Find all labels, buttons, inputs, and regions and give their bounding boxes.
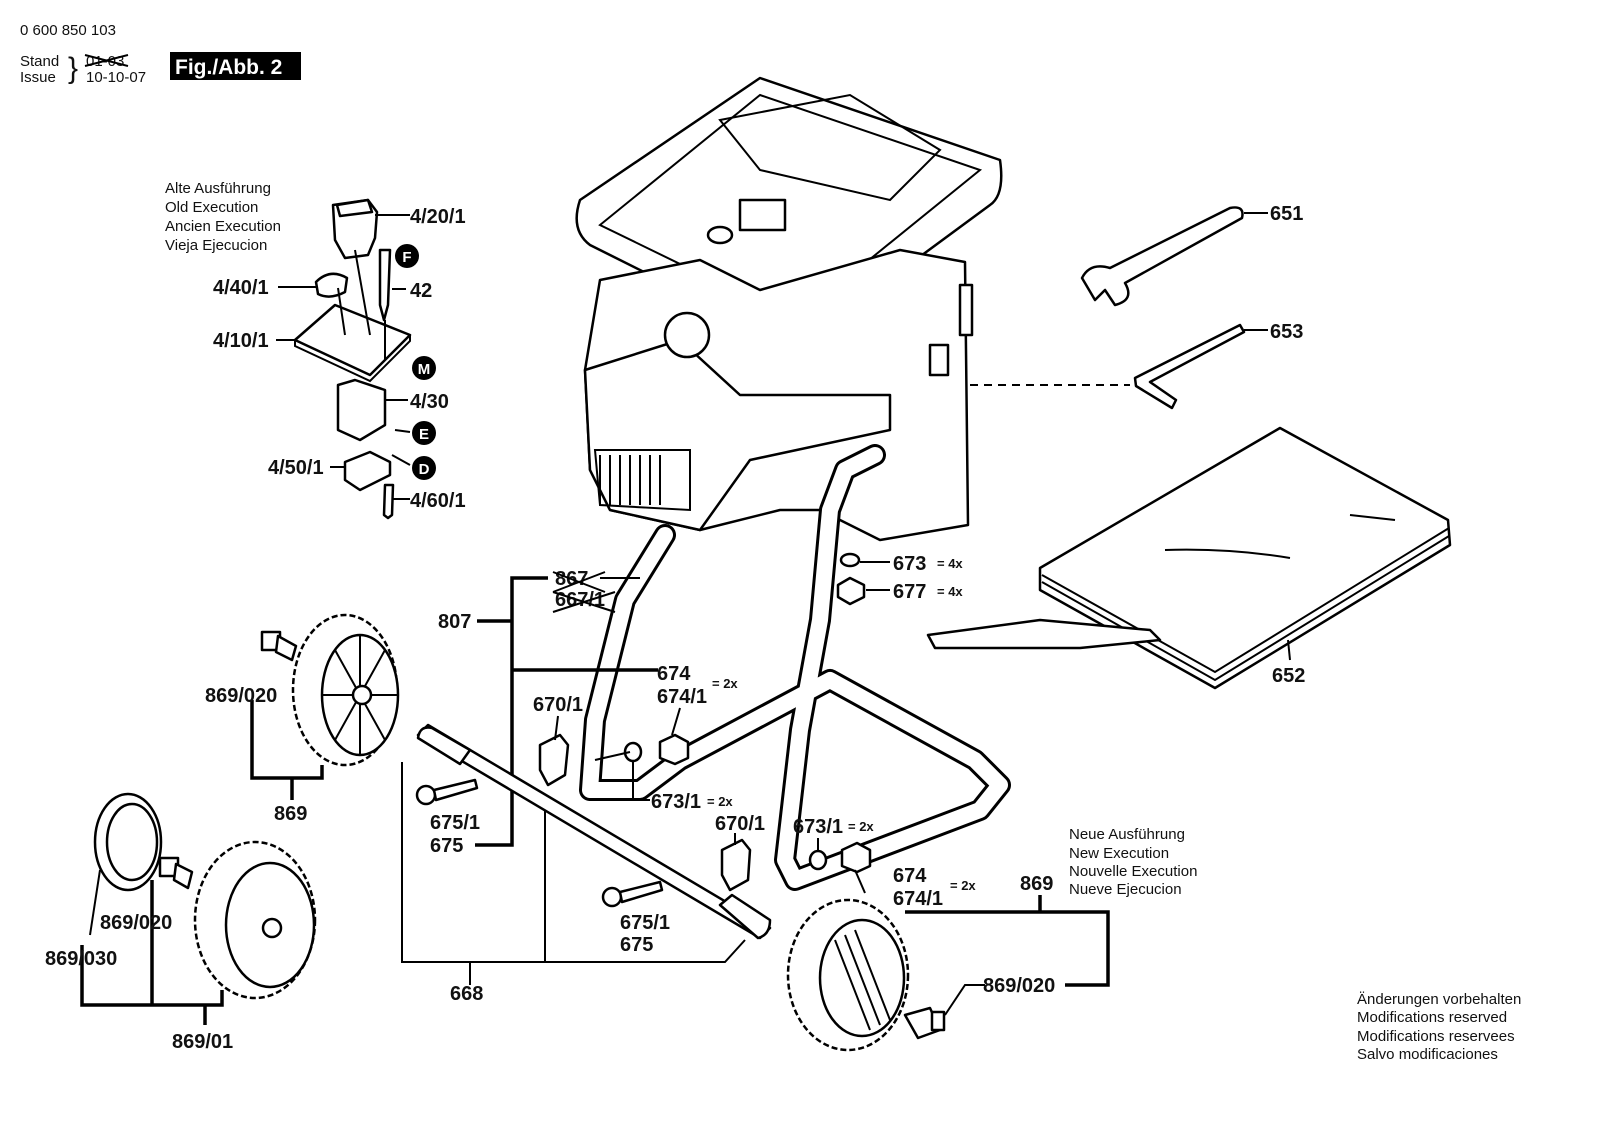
nut-677: [836, 576, 866, 606]
svg-text:M: M: [418, 361, 431, 378]
svg-text:Old Execution: Old Execution: [165, 199, 258, 216]
qty-674-b: = 2x: [950, 878, 976, 893]
label-869-01: 869/01: [172, 1031, 233, 1053]
wrench: [1080, 206, 1244, 307]
label-869-030: 869/030: [45, 948, 117, 970]
label-675-b: 675: [620, 934, 653, 956]
svg-text:Ancien Execution: Ancien Execution: [165, 218, 281, 235]
label-674-a: 674: [657, 663, 691, 685]
wheel-lower-left: [193, 840, 317, 1000]
label-869-020-b: 869/020: [100, 912, 172, 934]
label-668: 668: [450, 983, 483, 1005]
svg-text:Nueve Ejecucion: Nueve Ejecucion: [1069, 881, 1182, 898]
hex-key: [1133, 323, 1246, 410]
bracket-807: [475, 576, 658, 847]
label-42: 42: [410, 280, 432, 302]
marker-m: M: [412, 356, 436, 380]
svg-text:E: E: [419, 426, 429, 443]
label-869-020-a: 869/020: [205, 685, 277, 707]
label-675-1-b: 675/1: [620, 912, 670, 934]
marker-e: E: [412, 421, 436, 445]
qty-673-1-b: = 2x: [848, 819, 874, 834]
modifications-note: Änderungen vorbehalten Modifications res…: [1357, 991, 1521, 1063]
label-869-a: 869: [274, 803, 307, 825]
qty-673: = 4x: [937, 556, 963, 571]
label-4-10-1: 4/10/1: [213, 330, 269, 352]
wheel-right: [786, 898, 910, 1052]
label-677: 677: [893, 581, 926, 603]
cap-869-020-b: [158, 856, 194, 890]
label-670-1-b: 670/1: [715, 813, 765, 835]
wheel-upper-left: [291, 613, 400, 767]
hubcap-869-030: [93, 792, 163, 892]
qty-673-1-a: = 2x: [707, 794, 733, 809]
axle-668: [416, 723, 772, 940]
label-4-40-1: 4/40/1: [213, 277, 269, 299]
bolt-675-b: [601, 880, 664, 908]
part-number: 0 600 850 103: [20, 22, 116, 39]
svg-text:Salvo modificaciones: Salvo modificaciones: [1357, 1046, 1498, 1063]
bolt-675-a: [415, 778, 479, 806]
strikeout-mark: [84, 54, 129, 67]
label-4-50-1: 4/50/1: [268, 457, 324, 479]
marker-f: F: [395, 244, 419, 268]
label-675-a: 675: [430, 835, 463, 857]
svg-text:Vieja Ejecucion: Vieja Ejecucion: [165, 237, 267, 254]
figure-label: Fig./Abb. 2: [175, 56, 282, 79]
clamp-670-1-b: [720, 838, 752, 892]
label-674-1-a: 674/1: [657, 686, 707, 708]
qty-677: = 4x: [937, 584, 963, 599]
label-673-1-a: 673/1: [651, 791, 701, 813]
svg-text:Alte Ausführung: Alte Ausführung: [165, 180, 271, 197]
old-execution-note: Alte Ausführung Old Execution Ancien Exe…: [165, 180, 281, 254]
label-674-1-b: 674/1: [893, 888, 943, 910]
label-4-20-1: 4/20/1: [410, 206, 466, 228]
label-652: 652: [1272, 665, 1305, 687]
svg-text:Modifications reserved: Modifications reserved: [1357, 1009, 1507, 1026]
switch-assembly: [293, 198, 412, 520]
svg-text:D: D: [419, 461, 430, 478]
label-651: 651: [1270, 203, 1303, 225]
svg-text:Nouvelle Execution: Nouvelle Execution: [1069, 863, 1197, 880]
label-807: 807: [438, 611, 471, 633]
label-673-1-b: 673/1: [793, 816, 843, 838]
svg-text:Neue Ausführung: Neue Ausführung: [1069, 826, 1185, 843]
issue-date: 10-10-07: [86, 69, 146, 86]
label-670-1-a: 670/1: [533, 694, 583, 716]
svg-text:Modifications reservees: Modifications reservees: [1357, 1028, 1515, 1045]
figure-label-box: [170, 52, 301, 80]
new-execution-note: Neue Ausführung New Execution Nouvelle E…: [1069, 826, 1197, 898]
label-673: 673: [893, 553, 926, 575]
collection-bag: [926, 426, 1452, 690]
cap-869-020-a: [260, 630, 298, 662]
shredder-housing: [575, 76, 1003, 542]
svg-text:F: F: [402, 249, 411, 266]
frame: [579, 444, 1011, 891]
brace-icon: }: [68, 52, 78, 85]
clamp-670-1-a: [538, 733, 570, 787]
label-675-1-a: 675/1: [430, 812, 480, 834]
label-653: 653: [1270, 321, 1303, 343]
label-674-b: 674: [893, 865, 927, 887]
label-4-30: 4/30: [410, 391, 449, 413]
svg-text:New Execution: New Execution: [1069, 845, 1169, 862]
label-4-60-1: 4/60/1: [410, 490, 466, 512]
qty-674-a: = 2x: [712, 676, 738, 691]
stand-label: Stand: [20, 53, 59, 70]
cap-869-020-c: [903, 1006, 946, 1040]
washer-673: [839, 552, 861, 568]
marker-d: D: [412, 456, 436, 480]
label-869-020-c: 869/020: [983, 975, 1055, 997]
issue-label: Issue: [20, 69, 56, 86]
label-869-b: 869: [1020, 873, 1053, 895]
svg-text:Änderungen vorbehalten: Änderungen vorbehalten: [1357, 991, 1521, 1008]
